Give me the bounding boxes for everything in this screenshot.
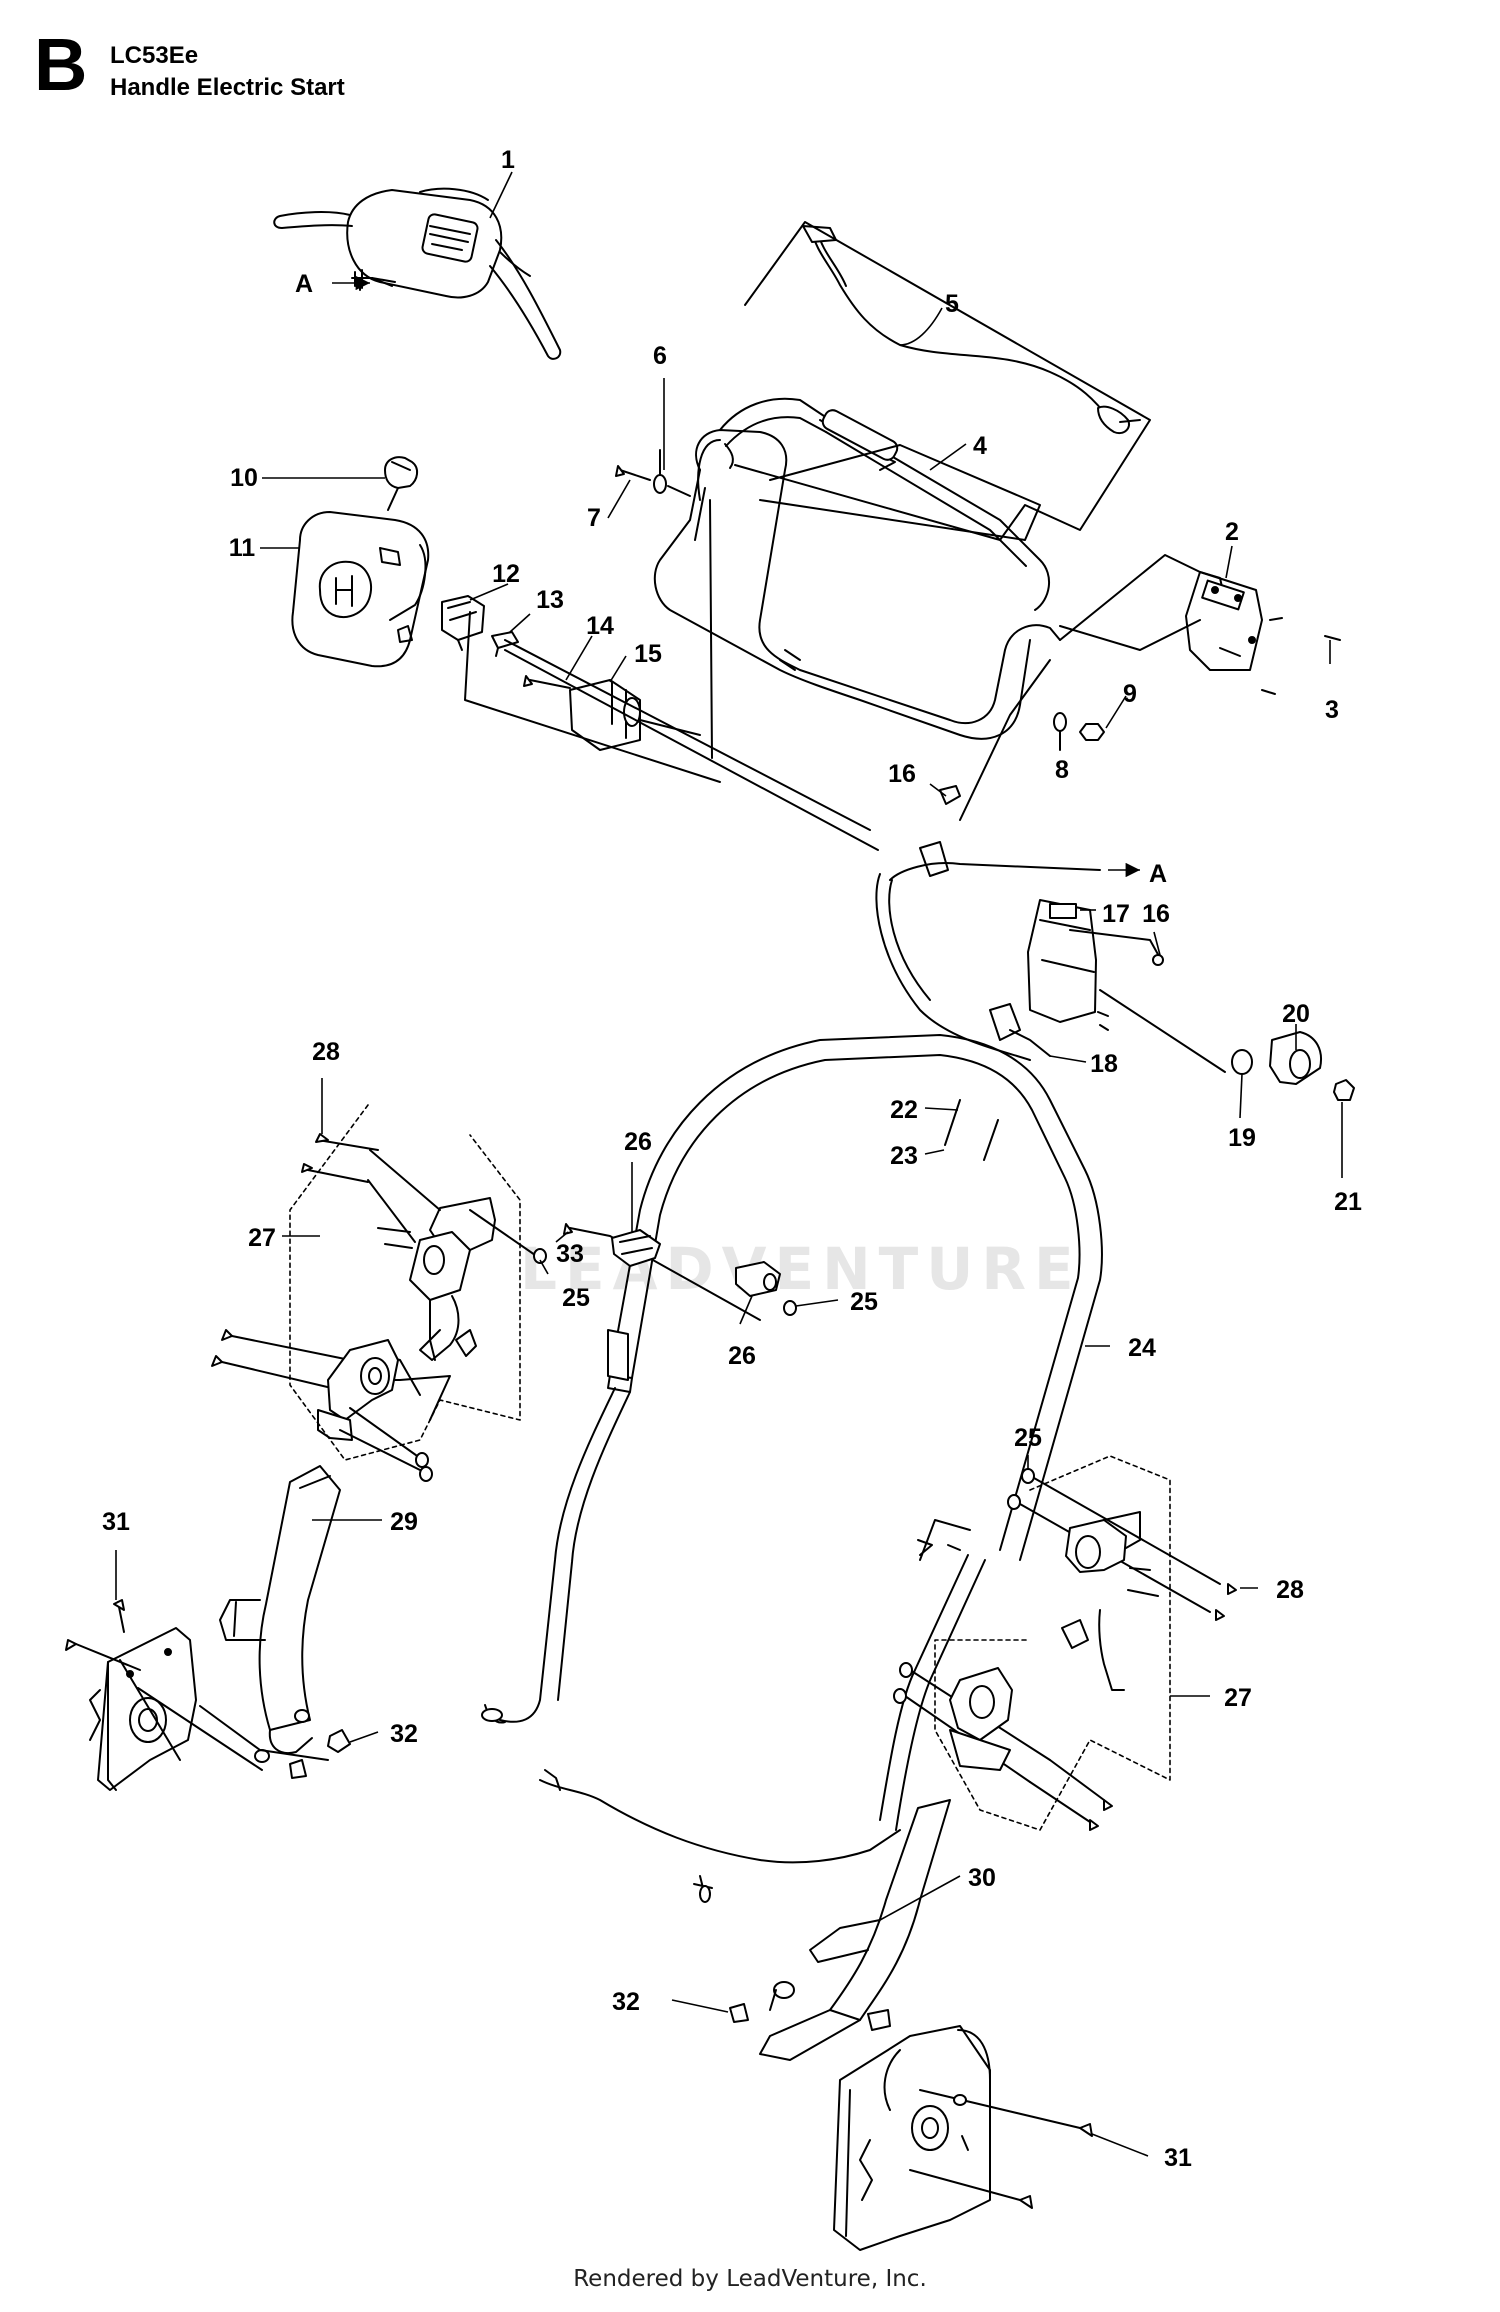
callout-33: 33: [556, 1240, 584, 1268]
callout-26-top: 26: [624, 1128, 652, 1156]
callout-31-left: 31: [102, 1508, 130, 1536]
handle-group-outline: [759, 444, 1041, 541]
callout-32-right: 32: [612, 1988, 640, 2016]
callout-12: 12: [492, 560, 520, 588]
callout-22: 22: [890, 1096, 918, 1124]
bracket-part: [523, 675, 701, 751]
callout-25-left: 25: [562, 1284, 590, 1312]
callout-21: 21: [1334, 1188, 1362, 1216]
callout-26-bottom: 26: [728, 1342, 756, 1370]
upper-handle-part: [653, 397, 1061, 740]
cable-clip-part: [919, 785, 961, 877]
right-bracket-assembly: [893, 1468, 1237, 1831]
handle-cover-part: [291, 511, 430, 668]
callout-A-right: A: [1149, 860, 1167, 888]
callout-19: 19: [1228, 1124, 1256, 1152]
callout-25-right: 25: [1014, 1424, 1042, 1452]
callout-23: 23: [890, 1142, 918, 1170]
plate-group-outline: [1059, 554, 1201, 641]
callout-1: 1: [501, 146, 515, 174]
callout-8: 8: [1055, 756, 1069, 784]
callout-3: 3: [1325, 696, 1339, 724]
callout-29: 29: [390, 1508, 418, 1536]
footer-credit: Rendered by LeadVenture, Inc.: [573, 2266, 927, 2292]
callout-5: 5: [945, 290, 959, 318]
callout-9: 9: [1123, 680, 1137, 708]
callout-27-left: 27: [248, 1224, 276, 1252]
callout-18: 18: [1090, 1050, 1118, 1078]
callout-16-right: 16: [1142, 900, 1170, 928]
callout-10: 10: [230, 464, 258, 492]
cable-group-outline: [734, 221, 1151, 541]
callout-6: 6: [653, 342, 667, 370]
switch-part: [441, 595, 485, 651]
diagram-title: Handle Electric Start: [110, 74, 345, 101]
callout-32-left: 32: [390, 1720, 418, 1748]
callout-2: 2: [1225, 518, 1239, 546]
cable-part: [802, 225, 1141, 434]
callout-28-right: 28: [1276, 1576, 1304, 1604]
left-wheel-bracket-part: [65, 1599, 351, 1791]
clamp-part: [989, 1003, 1051, 1057]
right-wheel-bracket-part: [729, 2003, 1093, 2251]
handle-rod: [709, 499, 713, 759]
callout-13: 13: [536, 586, 564, 614]
callout-28-left: 28: [312, 1038, 340, 1066]
lever-knob-part: [1231, 1031, 1355, 1101]
callout-4: 4: [973, 432, 987, 460]
right-bracket-outline: [934, 1455, 1171, 1831]
callout-11: 11: [229, 534, 256, 562]
washer-nut-part: [1053, 712, 1105, 751]
callout-A-left: A: [295, 270, 313, 298]
callout-7: 7: [587, 504, 601, 532]
callout-31-right: 31: [1164, 2144, 1192, 2172]
left-bracket-assembly: [211, 1133, 547, 1482]
hinge-part: [563, 1223, 797, 1321]
control-housing-part: [273, 187, 562, 360]
section-letter: B: [34, 23, 88, 106]
cable-bracket-part: [1027, 899, 1164, 1031]
callout-27-right: 27: [1224, 1684, 1252, 1712]
left-lower-bar-part: [219, 1465, 341, 1763]
model-number: LC53Ee: [110, 42, 199, 69]
callout-30: 30: [968, 1864, 996, 1892]
callout-24: 24: [1128, 1334, 1156, 1362]
knob-part: [384, 456, 418, 511]
callout-14: 14: [586, 612, 614, 640]
lower-handle-part: [607, 1034, 1103, 1561]
mounting-plate-part: [1185, 571, 1341, 695]
callout-16-top: 16: [888, 760, 916, 788]
left-bracket-outline: [289, 1104, 521, 1461]
callout-15: 15: [634, 640, 662, 668]
bolt-washer-part: [615, 449, 691, 497]
callout-17: 17: [1102, 900, 1130, 928]
right-lower-bar-part: [759, 1799, 951, 2061]
callout-20: 20: [1282, 1000, 1310, 1028]
switch-group-outline: [464, 611, 721, 783]
callout-25-mid: 25: [850, 1288, 878, 1316]
